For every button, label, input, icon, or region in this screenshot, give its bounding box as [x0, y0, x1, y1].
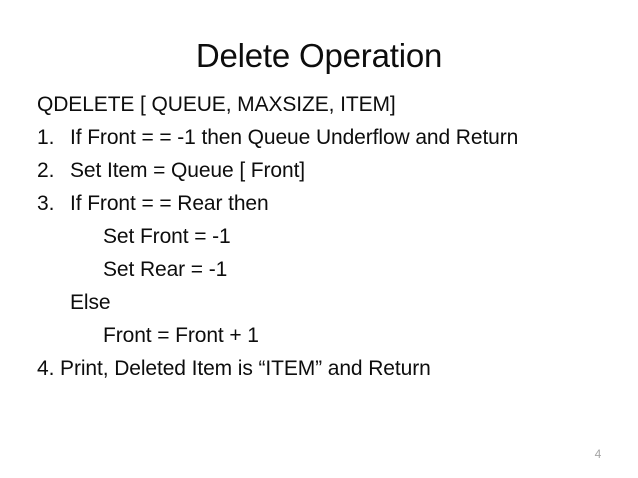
list-item-marker: 3.: [37, 192, 55, 215]
list-item: 1. If Front = = -1 then Queue Underflow a…: [37, 121, 607, 154]
line-text: Front = Front + 1: [103, 324, 259, 347]
text-line: Set Rear = -1: [37, 253, 607, 286]
text-line: 4. Print, Deleted Item is “ITEM” and Ret…: [37, 352, 607, 385]
line-text: Else: [70, 291, 111, 314]
text-line: Front = Front + 1: [37, 319, 607, 352]
list-item: 2. Set Item = Queue [ Front]: [37, 154, 607, 187]
line-text: If Front = = -1 then Queue Underflow and…: [70, 126, 519, 149]
text-line: QDELETE [ QUEUE, MAXSIZE, ITEM]: [37, 88, 607, 121]
page-number: 4: [594, 447, 602, 461]
list-item-marker: 1.: [37, 126, 55, 149]
list-item-marker: 2.: [37, 159, 55, 182]
line-text: Set Item = Queue [ Front]: [70, 159, 306, 182]
line-text: Set Rear = -1: [103, 258, 228, 281]
line-text: QDELETE [ QUEUE, MAXSIZE, ITEM]: [37, 93, 396, 116]
text-line: Else: [37, 286, 607, 319]
line-text: Set Front = -1: [103, 225, 231, 248]
list-item: 3. If Front = = Rear then: [37, 187, 607, 220]
page-title: Delete Operation: [195, 37, 443, 74]
text-line: Set Front = -1: [37, 220, 607, 253]
slide-body-text: QDELETE [ QUEUE, MAXSIZE, ITEM] 1. If Fron…: [37, 88, 607, 385]
line-text: 4. Print, Deleted Item is “ITEM” and Ret…: [37, 357, 431, 380]
line-text: If Front = = Rear then: [70, 192, 269, 215]
